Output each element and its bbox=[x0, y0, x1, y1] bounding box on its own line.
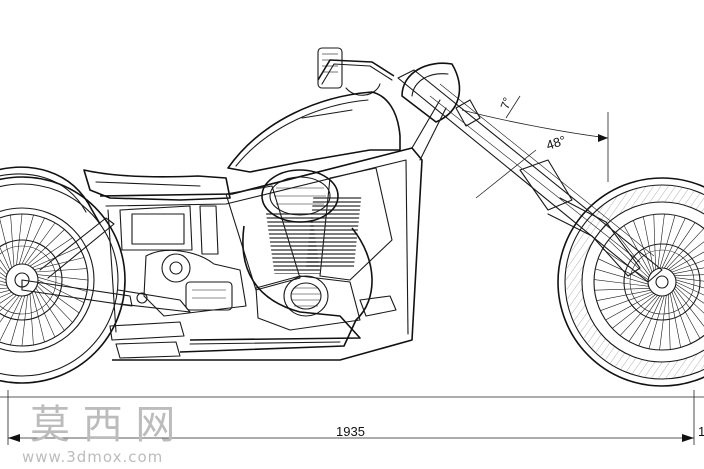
spoke bbox=[666, 228, 704, 269]
spoke bbox=[675, 277, 704, 282]
spoke bbox=[0, 266, 8, 275]
spoke bbox=[595, 268, 649, 285]
spoke bbox=[594, 279, 649, 287]
spoke bbox=[671, 291, 691, 344]
spoke bbox=[33, 290, 56, 338]
spoke bbox=[657, 214, 665, 269]
spoke bbox=[29, 237, 73, 267]
foot-peg bbox=[359, 295, 397, 317]
spoke bbox=[594, 288, 650, 291]
spoke bbox=[0, 294, 17, 312]
watermark-brand: 莫 西 网 bbox=[30, 402, 175, 448]
spoke bbox=[0, 295, 23, 342]
spoke bbox=[600, 291, 653, 311]
spoke bbox=[10, 295, 26, 346]
spoke bbox=[0, 218, 13, 268]
spoke bbox=[10, 214, 15, 267]
spoke bbox=[37, 274, 89, 281]
spoke bbox=[675, 281, 704, 296]
spoke bbox=[674, 274, 704, 276]
spoke bbox=[0, 293, 15, 304]
overall-length-label: 1935 bbox=[336, 424, 365, 439]
spoke bbox=[671, 260, 704, 273]
spoke bbox=[675, 279, 704, 289]
spoke bbox=[0, 295, 20, 323]
spoke bbox=[21, 295, 28, 347]
spoke bbox=[673, 267, 704, 275]
watermark-url: www.3dmox.com bbox=[22, 448, 163, 466]
spoke bbox=[35, 268, 88, 273]
spoke bbox=[653, 214, 656, 270]
spoke bbox=[668, 241, 704, 270]
spoke bbox=[602, 248, 649, 281]
fuel-tank bbox=[227, 91, 401, 173]
spoke bbox=[605, 293, 654, 321]
spoke bbox=[608, 239, 649, 278]
overall-length-dimension bbox=[0, 390, 704, 445]
headlight bbox=[401, 62, 461, 123]
rake-angle-label: 48° bbox=[544, 133, 567, 153]
spoke bbox=[648, 295, 665, 349]
front-fork bbox=[397, 69, 663, 283]
spoke bbox=[0, 289, 10, 293]
spoke bbox=[16, 213, 23, 265]
spoke bbox=[18, 214, 34, 265]
handlebar bbox=[317, 47, 395, 96]
seat bbox=[83, 169, 231, 201]
spoke bbox=[27, 229, 65, 266]
spoke bbox=[663, 222, 696, 269]
spoke bbox=[35, 287, 65, 331]
spoke bbox=[0, 259, 9, 273]
spoke bbox=[615, 232, 650, 276]
spoke bbox=[0, 246, 11, 270]
rear-fender bbox=[0, 166, 101, 225]
spoke bbox=[675, 286, 704, 314]
rake-angle-dimension bbox=[461, 95, 609, 199]
spoke bbox=[0, 291, 12, 298]
spoke bbox=[669, 293, 681, 348]
trail-angle-label: 7° bbox=[498, 95, 515, 111]
spoke bbox=[29, 293, 34, 346]
spoke bbox=[659, 295, 667, 350]
spoke bbox=[670, 251, 704, 271]
rear-wheel bbox=[0, 176, 126, 384]
spoke bbox=[37, 276, 88, 292]
spoke bbox=[661, 217, 686, 269]
exhaust-pipes bbox=[109, 225, 373, 359]
spoke bbox=[638, 295, 663, 347]
spoke bbox=[633, 220, 653, 273]
spoke bbox=[24, 222, 56, 265]
swing-arm bbox=[21, 217, 191, 313]
spoke bbox=[21, 217, 45, 265]
spoke bbox=[31, 292, 45, 343]
spoke bbox=[628, 295, 661, 342]
spoke bbox=[596, 289, 651, 301]
spoke bbox=[619, 295, 658, 336]
spoke bbox=[675, 283, 704, 304]
right-edge-dimension-label: 1 bbox=[698, 424, 704, 439]
spoke bbox=[37, 282, 80, 314]
v-twin-engine bbox=[143, 167, 393, 331]
spoke bbox=[674, 288, 704, 327]
spoke bbox=[673, 290, 701, 339]
spoke bbox=[659, 215, 676, 269]
spoke bbox=[36, 285, 73, 323]
frame bbox=[99, 99, 447, 361]
spoke bbox=[612, 294, 656, 329]
front-wheel bbox=[557, 177, 704, 387]
spoke bbox=[668, 294, 671, 350]
